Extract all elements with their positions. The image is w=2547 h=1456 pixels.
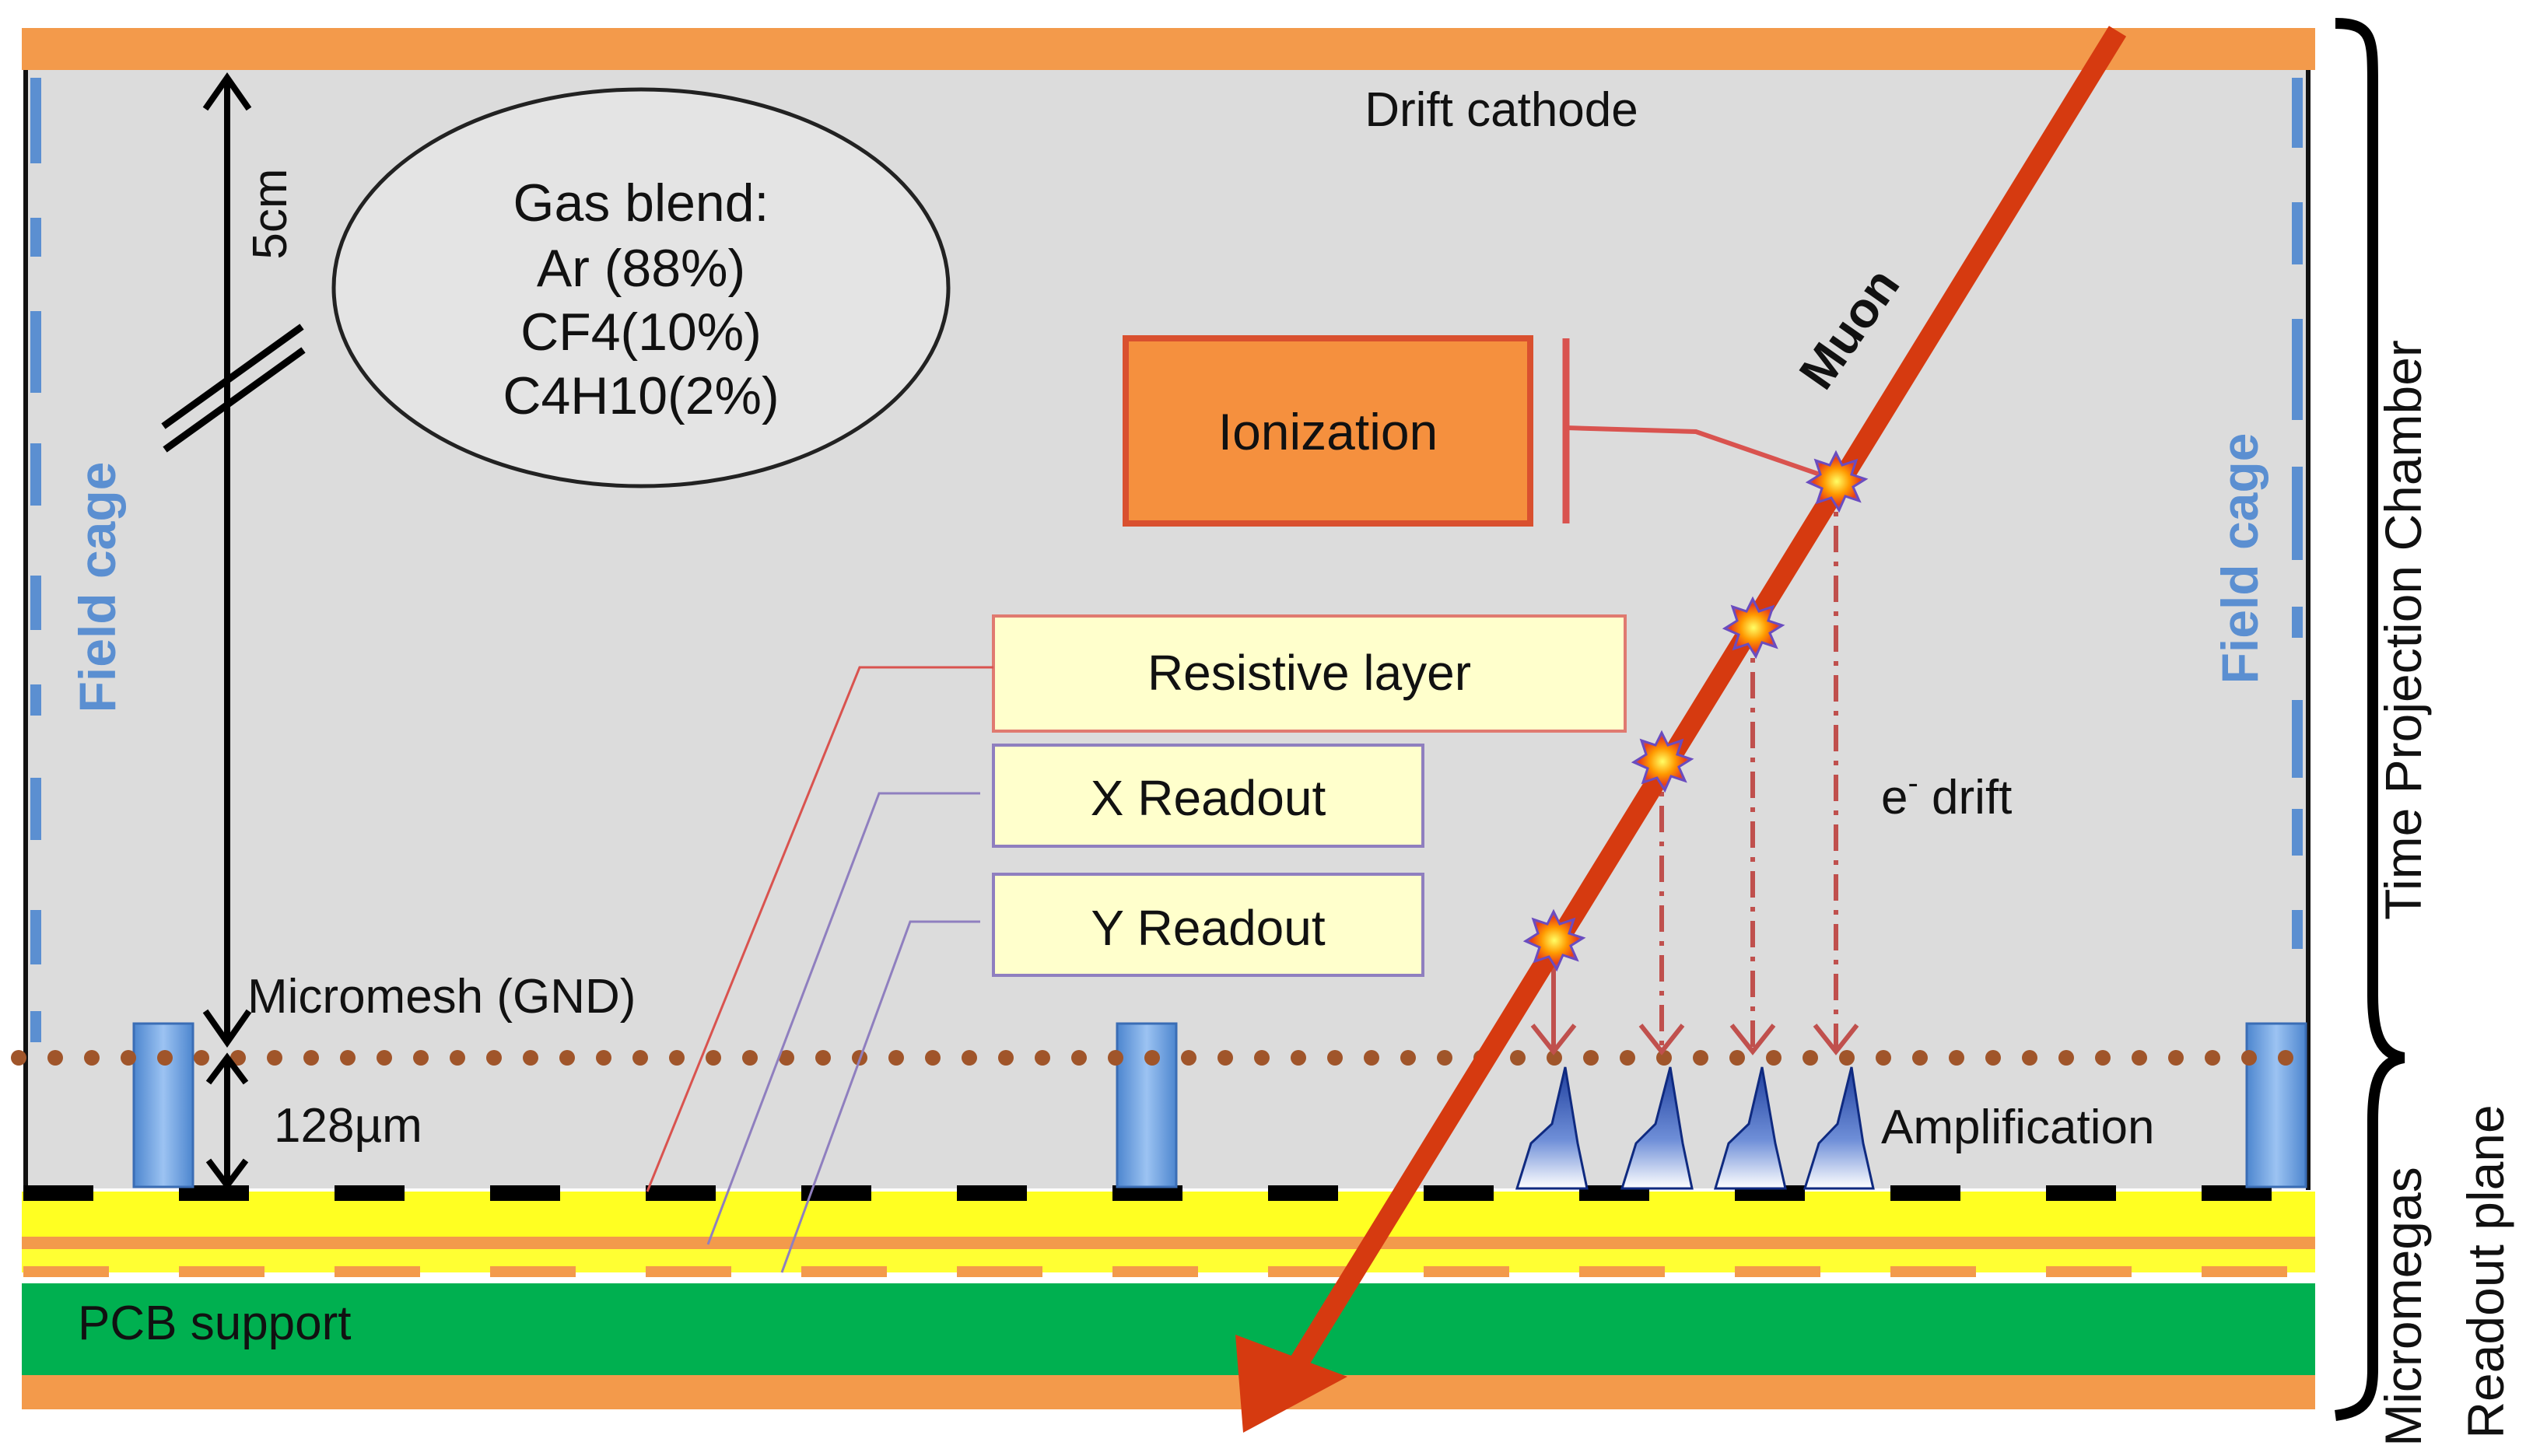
- gap-arrow: [205, 1052, 249, 1191]
- readout-plane-brace: [2334, 1120, 2378, 1421]
- gas-blend-line-2: Ar (88%): [537, 239, 745, 298]
- orange-stripe-1: [22, 1237, 2315, 1249]
- resistive-layer-box: [992, 614, 1627, 733]
- pillar-left: [132, 1022, 194, 1188]
- x-readout-box: [992, 744, 1424, 848]
- y-readout-label: Y Readout: [1091, 900, 1326, 956]
- gas-blend-line-4: C4H10(2%): [503, 366, 779, 425]
- gas-blend-line-3: CF4(10%): [520, 303, 762, 362]
- amplification-label: Amplification: [1881, 1101, 2154, 1154]
- gas-blend-line-1: Gas blend:: [513, 173, 769, 233]
- ionization-box: [1123, 335, 1533, 527]
- ionization-pointer: [1565, 425, 1825, 478]
- field-cage-right-label: Field cage: [2211, 433, 2268, 684]
- y-readout-leader: [780, 920, 980, 1273]
- readout-plane-label-2: Readout plane: [2457, 1104, 2514, 1438]
- pcb-support-label: PCB support: [78, 1297, 352, 1350]
- drift-distance-arrow: [161, 72, 306, 1048]
- micromesh-label: Micromesh (GND): [247, 970, 636, 1024]
- bottom-orange-bar: [22, 1375, 2315, 1409]
- x-readout-leader: [706, 792, 980, 1245]
- ionization-label: Ionization: [1218, 403, 1438, 460]
- ionization-bursts: [1522, 450, 1869, 972]
- tpc-label: Time Projection Chamber: [2374, 340, 2432, 920]
- drift-cathode-label: Drift cathode: [1365, 83, 1638, 137]
- e-drift-label: e- drift: [1881, 766, 2012, 824]
- x-readout-label: X Readout: [1091, 770, 1326, 826]
- pillar-middle: [1116, 1022, 1178, 1188]
- field-cage-left-label: Field cage: [68, 462, 126, 713]
- drift-cathode-bar: [22, 28, 2315, 70]
- y-readout-box: [992, 873, 1424, 977]
- amplification-avalanches: [1515, 1066, 1875, 1190]
- readout-strips: [23, 1266, 2287, 1277]
- resistive-layer-label: Resistive layer: [1147, 645, 1471, 701]
- muon-track: [1235, 26, 2127, 1433]
- gas-blend-ellipse: [331, 87, 951, 488]
- tpc-brace: [2335, 18, 2405, 1121]
- electron-drift-arrows: [1530, 476, 1859, 1055]
- gap-label: 128µm: [274, 1099, 422, 1153]
- pcb-support-board: [22, 1283, 2315, 1375]
- readout-plane-label-1: Micromegas: [2374, 1167, 2432, 1446]
- pillar-right: [2245, 1022, 2307, 1188]
- resistive-layer-leader: [646, 666, 993, 1192]
- distance-label: 5cm: [243, 168, 297, 259]
